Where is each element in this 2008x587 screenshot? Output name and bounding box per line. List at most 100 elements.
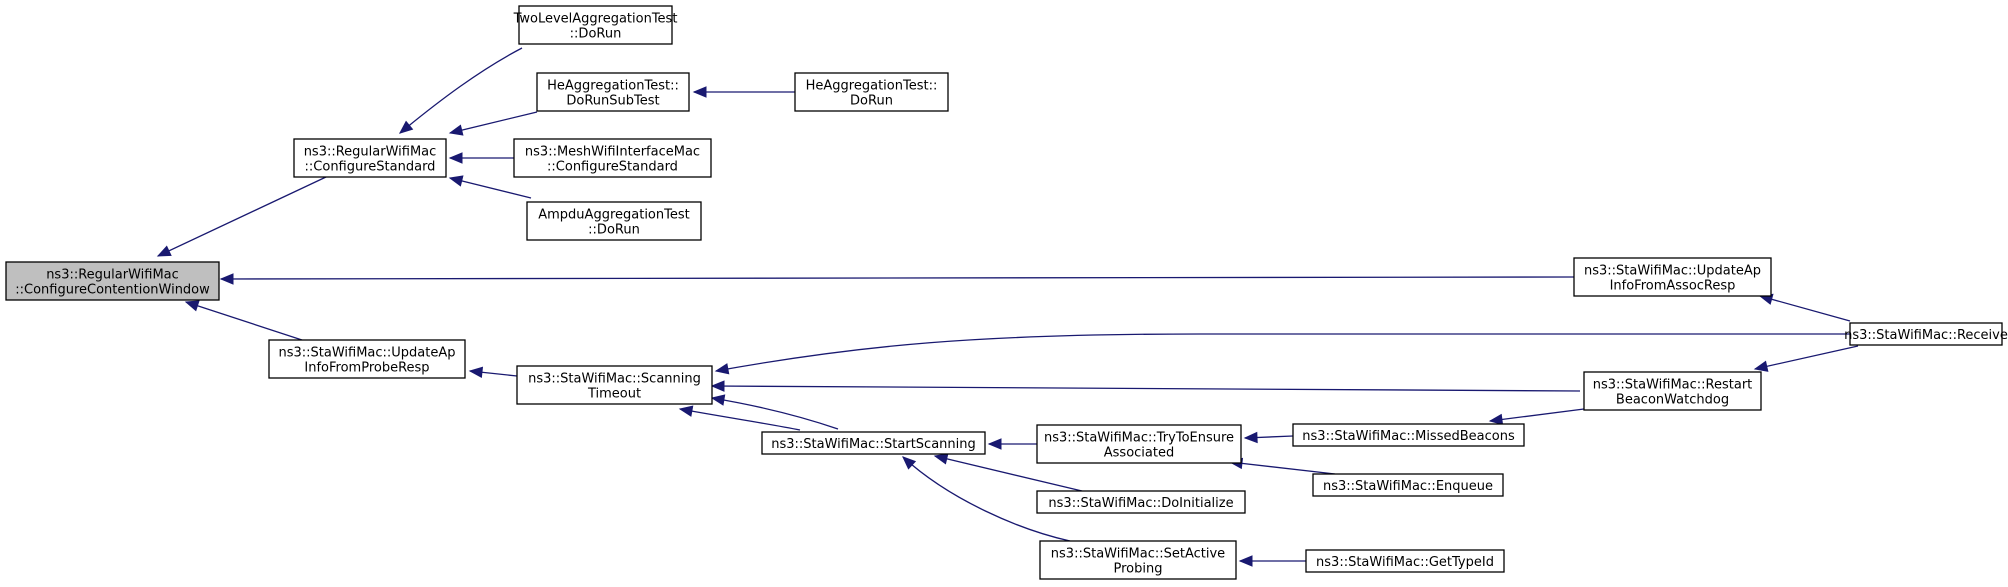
edge-he_aggregation_test_do_run_sub_test-to-configure_standard — [448, 111, 538, 136]
node-update-ap-info-from-assoc-resp[interactable]: ns3::StaWifiMac::UpdateApInfoFromAssocRe… — [1573, 257, 1772, 297]
edge-scanning_timeout-to-update_ap_info_from_probe_resp — [468, 366, 518, 379]
node-box[interactable] — [1039, 540, 1237, 580]
edge-line — [902, 456, 1071, 542]
edge-two_level_aggregation_test_do_run-to-configure_standard — [398, 47, 523, 134]
node-he-aggregation-test-do-run[interactable]: HeAggregationTest::DoRun — [794, 72, 949, 112]
node-box[interactable] — [1312, 473, 1504, 497]
node-box[interactable] — [293, 138, 447, 178]
edge-enqueue-to-try_to_ensure_associated — [1228, 457, 1336, 475]
node-label: ns3::StaWifiMac::UpdateAp — [1584, 264, 1761, 279]
node-box[interactable] — [1849, 322, 2003, 346]
node-label: BeaconWatchdog — [1616, 393, 1729, 408]
node-box[interactable] — [526, 201, 702, 241]
node-label: ns3::StaWifiMac::StartScanning — [771, 437, 976, 452]
node-update-ap-info-from-probe-resp[interactable]: ns3::StaWifiMac::UpdateApInfoFromProbeRe… — [268, 339, 466, 379]
edge-line — [1759, 295, 1851, 322]
edge-line — [711, 397, 839, 430]
arrowhead-icon — [448, 152, 463, 164]
node-ampdu-aggregation-test-do-run[interactable]: AmpduAggregationTest::DoRun — [526, 201, 702, 241]
edge-receive-to-restart_beacon_watchdog — [1753, 345, 1859, 372]
edge-configure_standard-to-configure_contention_window — [156, 176, 327, 257]
edge-line — [934, 455, 1083, 492]
node-box[interactable] — [513, 138, 712, 178]
node-label: DoRun — [850, 94, 893, 109]
node-start-scanning[interactable]: ns3::StaWifiMac::StartScanning — [761, 431, 986, 455]
node-receive[interactable]: ns3::StaWifiMac::Receive — [1844, 322, 2008, 346]
arrowhead-icon — [1243, 431, 1258, 444]
edge-line — [449, 177, 532, 199]
arrowhead-icon — [902, 456, 917, 470]
node-label: Associated — [1104, 446, 1174, 461]
edge-line — [157, 176, 327, 257]
edge-he_aggregation_test_do_run-to-he_aggregation_test_do_run_sub_test — [692, 86, 795, 98]
edge-line — [1754, 345, 1859, 370]
node-box[interactable] — [268, 339, 466, 379]
arrowhead-icon — [219, 273, 234, 285]
node-box[interactable] — [794, 72, 949, 112]
edge-try_to_ensure_associated-to-start_scanning — [987, 438, 1037, 450]
node-label: ns3::StaWifiMac::UpdateAp — [278, 346, 455, 361]
node-configure-standard[interactable]: ns3::RegularWifiMac::ConfigureStandard — [293, 138, 447, 178]
edge-missed_beacons-to-try_to_ensure_associated — [1243, 431, 1294, 444]
node-label: ::DoRun — [588, 223, 640, 238]
node-label: Probing — [1114, 562, 1163, 577]
edge-start_scanning-to-scanning_timeout — [678, 405, 801, 431]
node-label: ns3::StaWifiMac::TryToEnsure — [1044, 431, 1234, 446]
edge-line — [1229, 461, 1336, 475]
node-enqueue[interactable]: ns3::StaWifiMac::Enqueue — [1312, 473, 1504, 497]
node-configure-contention-window[interactable]: ns3::RegularWifiMac::ConfigureContention… — [5, 261, 220, 301]
node-box[interactable] — [1305, 549, 1505, 573]
node-box[interactable] — [1292, 423, 1525, 447]
edge-missed_beacons-to-restart_beacon_watchdog — [1488, 408, 1585, 426]
nodes-layer: ns3::RegularWifiMac::ConfigureContention… — [5, 5, 2008, 580]
node-label: ns3::StaWifiMac::MissedBeacons — [1302, 429, 1515, 444]
edge-receive-to-scanning_timeout — [714, 333, 1850, 375]
node-label: InfoFromProbeResp — [304, 361, 429, 376]
edge-scanning_timeout-to-restart_beacon_watchdog — [710, 380, 1581, 392]
edge-line — [399, 47, 523, 134]
arrowhead-icon — [1753, 360, 1769, 372]
node-two-level-aggregation-test-do-run[interactable]: TwoLevelAggregationTest::DoRun — [513, 5, 678, 45]
node-label: ns3::RegularWifiMac — [46, 268, 179, 283]
node-box[interactable] — [761, 431, 986, 455]
node-get-type-id[interactable]: ns3::StaWifiMac::GetTypeId — [1305, 549, 1505, 573]
node-box[interactable] — [516, 365, 713, 405]
edge-line — [449, 111, 538, 134]
node-label: Timeout — [587, 387, 641, 402]
node-box[interactable] — [1583, 371, 1762, 411]
node-box[interactable] — [1036, 424, 1242, 464]
edge-receive-to-update_ap_info_from_assoc_resp — [1758, 293, 1851, 322]
edge-line — [220, 276, 1575, 280]
node-box[interactable] — [1573, 257, 1772, 297]
arrowhead-icon — [1488, 413, 1504, 426]
node-box[interactable] — [5, 261, 220, 301]
node-label: InfoFromAssocResp — [1610, 279, 1736, 294]
node-label: ns3::StaWifiMac::Scanning — [528, 372, 701, 387]
edge-scanning_timeout-to-start_scanning — [710, 394, 839, 430]
arrowhead-icon — [184, 300, 200, 312]
node-box[interactable] — [518, 5, 673, 45]
node-mesh-wifi-interface-mac-configure-standard[interactable]: ns3::MeshWifiInterfaceMac::ConfigureStan… — [513, 138, 712, 178]
node-missed-beacons[interactable]: ns3::StaWifiMac::MissedBeacons — [1292, 423, 1525, 447]
node-box[interactable] — [1036, 490, 1246, 514]
node-he-aggregation-test-do-run-sub-test[interactable]: HeAggregationTest::DoRunSubTest — [536, 72, 690, 112]
node-label: ns3::StaWifiMac::GetTypeId — [1316, 555, 1494, 570]
node-label: AmpduAggregationTest — [538, 208, 689, 223]
arrowhead-icon — [468, 366, 484, 379]
node-label: ns3::StaWifiMac::Enqueue — [1323, 479, 1493, 494]
node-box[interactable] — [536, 72, 690, 112]
arrowhead-icon — [398, 120, 414, 134]
arrowhead-icon — [714, 363, 730, 375]
edge-update_ap_info_from_probe_resp-to-configure_contention_window — [184, 300, 303, 341]
node-label: ns3::StaWifiMac::DoInitialize — [1048, 496, 1233, 511]
node-do-initialize[interactable]: ns3::StaWifiMac::DoInitialize — [1036, 490, 1246, 514]
arrowhead-icon — [933, 453, 949, 465]
arrowhead-icon — [448, 124, 464, 136]
node-label: ::ConfigureContentionWindow — [15, 283, 210, 298]
edge-update_ap_info_from_assoc_resp-to-configure_contention_window — [219, 273, 1575, 285]
